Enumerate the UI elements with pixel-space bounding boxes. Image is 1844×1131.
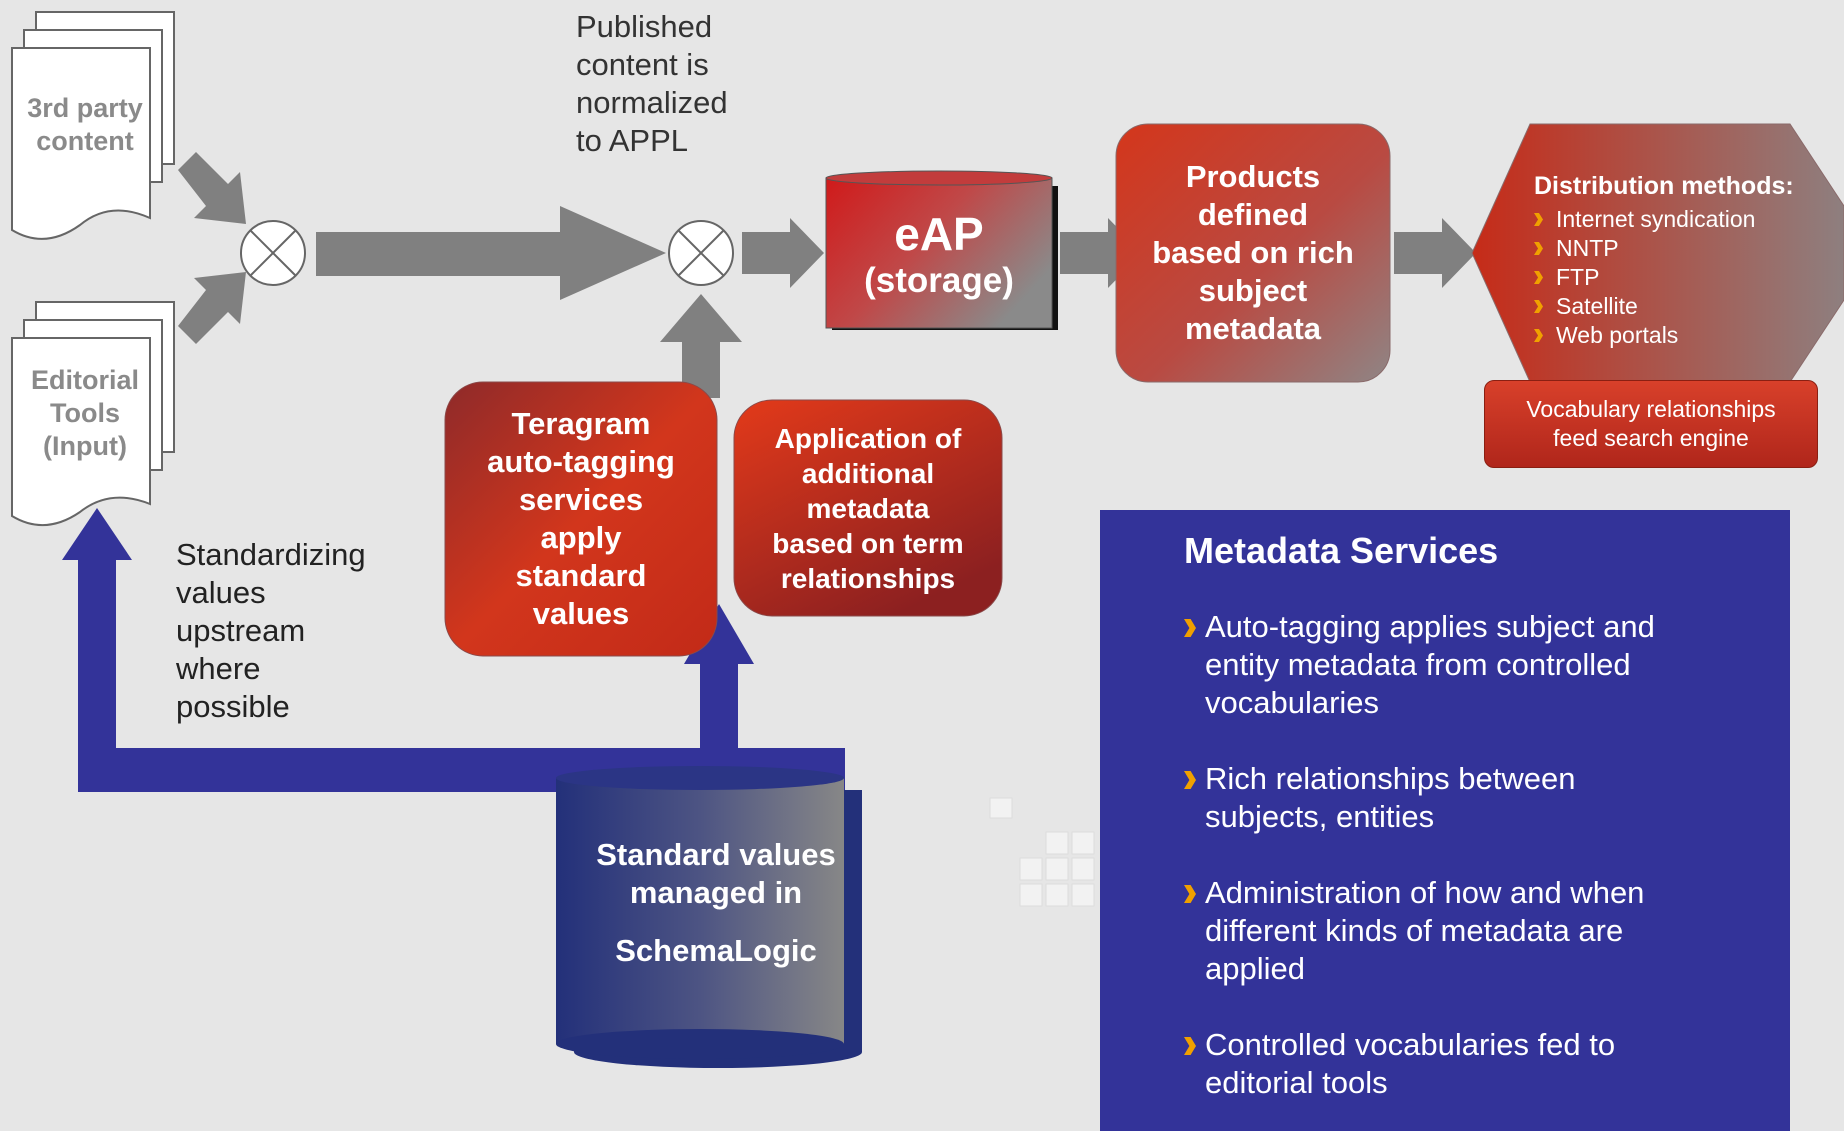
teragram-box-shape	[444, 381, 718, 657]
bullet-arrow-icon	[1534, 329, 1543, 342]
schemalogic-line1: Standard values	[596, 837, 836, 872]
distribution-item: Satellite	[1534, 292, 1834, 321]
published-content-note: Published content is normalized to APPL	[576, 9, 728, 158]
products-box: Products defined based on rich subject m…	[1152, 159, 1354, 346]
gray-flow-arrows	[178, 152, 1476, 398]
blue-stem-to-teragram	[700, 660, 738, 755]
teragram-box: Teragram auto-tagging services apply sta…	[487, 406, 675, 631]
bullet-arrow-icon	[1184, 619, 1196, 637]
editorial-tools-label: Editorial Tools (Input)	[30, 365, 139, 461]
merge-node-left	[240, 220, 306, 286]
arrow-products-to-distribution	[1394, 218, 1476, 288]
distribution-hexagon	[1471, 123, 1844, 383]
metadata-service-item: Administration of how and when different…	[1184, 874, 1774, 988]
metadata-service-item: Controlled vocabularies fed to editorial…	[1184, 1026, 1774, 1102]
bullet-arrow-icon	[1184, 885, 1196, 903]
distribution-item: NNTP	[1534, 234, 1834, 263]
bullet-arrow-icon	[1534, 300, 1543, 313]
merge-node-right	[668, 220, 734, 286]
bullet-arrow-icon	[1534, 271, 1543, 284]
blue-arrow-to-editorial	[62, 508, 132, 560]
eap-storage-cylinder	[825, 170, 1058, 330]
distribution-methods: Distribution methods: Internet syndicati…	[1534, 172, 1834, 350]
metadata-services-title: Metadata Services	[1184, 530, 1499, 571]
bullet-arrow-icon	[1184, 1037, 1196, 1055]
application-box-shape	[733, 399, 1003, 617]
metadata-services-panel-bg	[1100, 510, 1790, 1131]
distribution-item: Internet syndication	[1534, 205, 1834, 234]
schemalogic-label: Standard values managed in SchemaLogic	[576, 836, 856, 970]
eap-storage-label: eAP (storage)	[826, 190, 1052, 322]
vocabulary-relationships-box: Vocabulary relationships feed search eng…	[1484, 380, 1818, 468]
decorative-grid	[989, 797, 1095, 907]
eap-title: eAP	[894, 208, 984, 260]
distribution-item: Web portals	[1534, 321, 1834, 350]
products-box-shape	[1115, 123, 1391, 383]
bullet-arrow-icon	[1184, 771, 1196, 789]
eap-subtitle: (storage)	[864, 261, 1014, 300]
schemalogic-line2: managed in	[629, 875, 803, 910]
arrow-teragram-up	[660, 294, 742, 398]
metadata-services-panel: Metadata Services Auto-tagging applies s…	[1184, 530, 1774, 1102]
arrow-third-party-to-merge	[178, 152, 246, 224]
standardizing-values-note: Standardizing values upstream where poss…	[176, 537, 366, 724]
arrow-normalize-to-eap	[742, 218, 824, 288]
third-party-document-stack	[11, 11, 175, 240]
distribution-title: Distribution methods:	[1534, 172, 1794, 200]
application-box: Application of additional metadata based…	[772, 422, 964, 594]
metadata-service-item: Auto-tagging applies subject and entity …	[1184, 608, 1774, 722]
arrow-merge-to-normalize	[316, 206, 666, 300]
schemalogic-line3: SchemaLogic	[615, 933, 817, 968]
metadata-service-item: Rich relationships between subjects, ent…	[1184, 760, 1774, 836]
editorial-tools-document-stack	[11, 301, 175, 527]
arrow-editorial-to-merge	[178, 272, 246, 344]
third-party-content-label: 3rd party content	[27, 93, 143, 156]
bullet-arrow-icon	[1534, 213, 1543, 226]
schemalogic-cylinder	[556, 766, 862, 1068]
bullet-arrow-icon	[1534, 242, 1543, 255]
distribution-item: FTP	[1534, 263, 1834, 292]
